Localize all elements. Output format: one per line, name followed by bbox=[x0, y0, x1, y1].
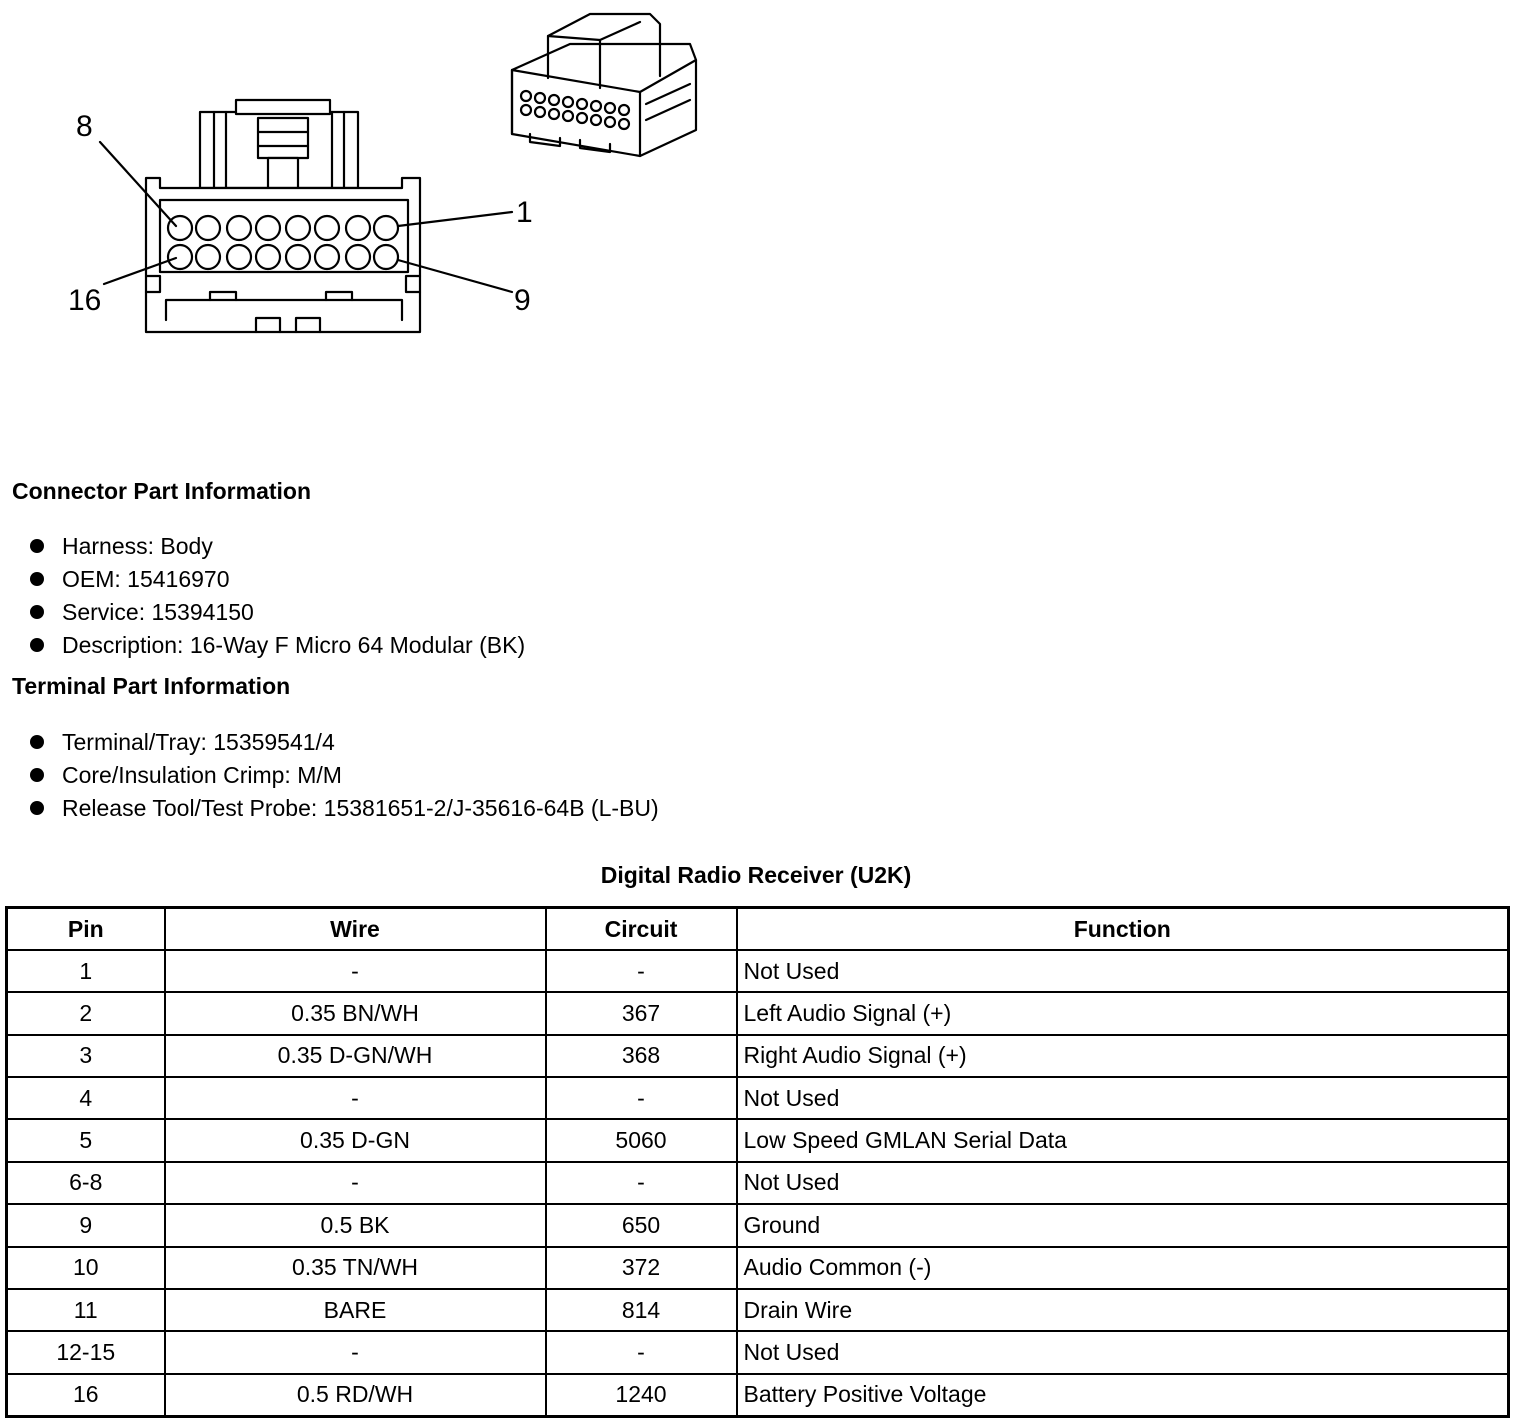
cell-function: Left Audio Signal (+) bbox=[735, 991, 1510, 1036]
bullet-icon bbox=[30, 735, 44, 749]
bullet-icon bbox=[30, 638, 44, 652]
cell-pin: 2 bbox=[5, 991, 166, 1036]
cell-function: Ground bbox=[735, 1203, 1510, 1248]
cell-function: Not Used bbox=[735, 1330, 1510, 1375]
pin-callout-1: 1 bbox=[516, 196, 533, 229]
cell-pin: 5 bbox=[5, 1118, 166, 1163]
cell-function: Battery Positive Voltage bbox=[735, 1372, 1510, 1418]
table-row: 4--Not Used bbox=[5, 1076, 1510, 1121]
list-item-text: Core/Insulation Crimp: M/M bbox=[62, 762, 342, 788]
list-item-text: OEM: 15416970 bbox=[62, 566, 230, 592]
cell-wire: 0.5 BK bbox=[163, 1203, 547, 1248]
bullet-icon bbox=[30, 605, 44, 619]
cell-function: Not Used bbox=[735, 1076, 1510, 1121]
connector-part-info-heading: Connector Part Information bbox=[12, 478, 312, 504]
pin-callout-8: 8 bbox=[76, 110, 93, 143]
cell-function: Not Used bbox=[735, 1160, 1510, 1206]
list-item: Harness: Body bbox=[30, 530, 525, 563]
column-header-function: Function bbox=[735, 906, 1510, 951]
pin-callout-16: 16 bbox=[68, 284, 101, 317]
bullet-icon bbox=[30, 572, 44, 586]
cell-circuit: 1240 bbox=[544, 1372, 738, 1418]
list-item-text: Harness: Body bbox=[62, 533, 213, 559]
cell-circuit: - bbox=[544, 948, 738, 994]
cell-pin: 10 bbox=[5, 1245, 166, 1290]
pin-table-title: Digital Radio Receiver (U2K) bbox=[600, 862, 912, 888]
cell-wire: - bbox=[163, 1160, 547, 1206]
bullet-icon bbox=[30, 539, 44, 553]
cell-circuit: 650 bbox=[544, 1203, 738, 1248]
cell-circuit: 367 bbox=[544, 991, 738, 1036]
cell-circuit: 372 bbox=[544, 1245, 738, 1290]
bullet-icon bbox=[30, 768, 44, 782]
cell-pin: 9 bbox=[5, 1203, 166, 1248]
pin-callout-9: 9 bbox=[514, 284, 531, 317]
cell-circuit: - bbox=[544, 1160, 738, 1206]
list-item: Service: 15394150 bbox=[30, 596, 525, 629]
list-item: Description: 16-Way F Micro 64 Modular (… bbox=[30, 629, 525, 662]
list-item: OEM: 15416970 bbox=[30, 563, 525, 596]
connector-face-view bbox=[98, 98, 514, 334]
cell-wire: 0.5 RD/WH bbox=[163, 1372, 547, 1418]
cell-wire: 0.35 D-GN bbox=[163, 1118, 547, 1163]
connector-part-info-list: Harness: Body OEM: 15416970 Service: 153… bbox=[30, 530, 525, 662]
cell-function: Not Used bbox=[735, 948, 1510, 994]
cell-wire: BARE bbox=[163, 1287, 547, 1333]
connector-isometric-view bbox=[510, 12, 698, 158]
table-header-row: Pin Wire Circuit Function bbox=[5, 906, 1510, 951]
cell-function: Drain Wire bbox=[735, 1287, 1510, 1333]
cell-circuit: - bbox=[544, 1330, 738, 1375]
cell-pin: 11 bbox=[5, 1287, 166, 1333]
cell-wire: - bbox=[163, 948, 547, 994]
list-item: Core/Insulation Crimp: M/M bbox=[30, 759, 659, 792]
cell-circuit: - bbox=[544, 1076, 738, 1121]
terminal-part-info-list: Terminal/Tray: 15359541/4 Core/Insulatio… bbox=[30, 726, 659, 825]
list-item-text: Service: 15394150 bbox=[62, 599, 254, 625]
list-item-text: Description: 16-Way F Micro 64 Modular (… bbox=[62, 632, 526, 658]
column-header-wire: Wire bbox=[163, 906, 547, 951]
cell-pin: 12-15 bbox=[5, 1330, 166, 1375]
cell-circuit: 814 bbox=[544, 1287, 738, 1333]
cell-wire: 0.35 TN/WH bbox=[163, 1245, 547, 1290]
cell-wire: - bbox=[163, 1330, 547, 1375]
cell-pin: 3 bbox=[5, 1033, 166, 1079]
cell-pin: 1 bbox=[5, 948, 166, 994]
cell-circuit: 368 bbox=[544, 1033, 738, 1079]
cell-wire: 0.35 BN/WH bbox=[163, 991, 547, 1036]
list-item: Terminal/Tray: 15359541/4 bbox=[30, 726, 659, 759]
column-header-pin: Pin bbox=[5, 906, 166, 951]
connector-drawing: 8 1 16 9 bbox=[68, 12, 698, 334]
cell-function: Low Speed GMLAN Serial Data bbox=[735, 1118, 1510, 1163]
terminal-part-info-heading: Terminal Part Information bbox=[12, 673, 291, 699]
table-row: 12-15--Not Used bbox=[5, 1330, 1510, 1375]
cell-circuit: 5060 bbox=[544, 1118, 738, 1163]
cell-wire: 0.35 D-GN/WH bbox=[163, 1033, 547, 1079]
column-header-circuit: Circuit bbox=[544, 906, 738, 951]
cell-wire: - bbox=[163, 1076, 547, 1121]
cell-function: Audio Common (-) bbox=[735, 1245, 1510, 1290]
list-item-text: Release Tool/Test Probe: 15381651-2/J-35… bbox=[62, 795, 659, 821]
table-row: 1--Not Used bbox=[5, 948, 1510, 994]
cell-function: Right Audio Signal (+) bbox=[735, 1033, 1510, 1079]
cell-pin: 4 bbox=[5, 1076, 166, 1121]
cell-pin: 6-8 bbox=[5, 1160, 166, 1206]
bullet-icon bbox=[30, 801, 44, 815]
list-item-text: Terminal/Tray: 15359541/4 bbox=[62, 729, 335, 755]
list-item: Release Tool/Test Probe: 15381651-2/J-35… bbox=[30, 792, 659, 825]
table-row: 6-8--Not Used bbox=[5, 1160, 1510, 1206]
cell-pin: 16 bbox=[5, 1372, 166, 1418]
